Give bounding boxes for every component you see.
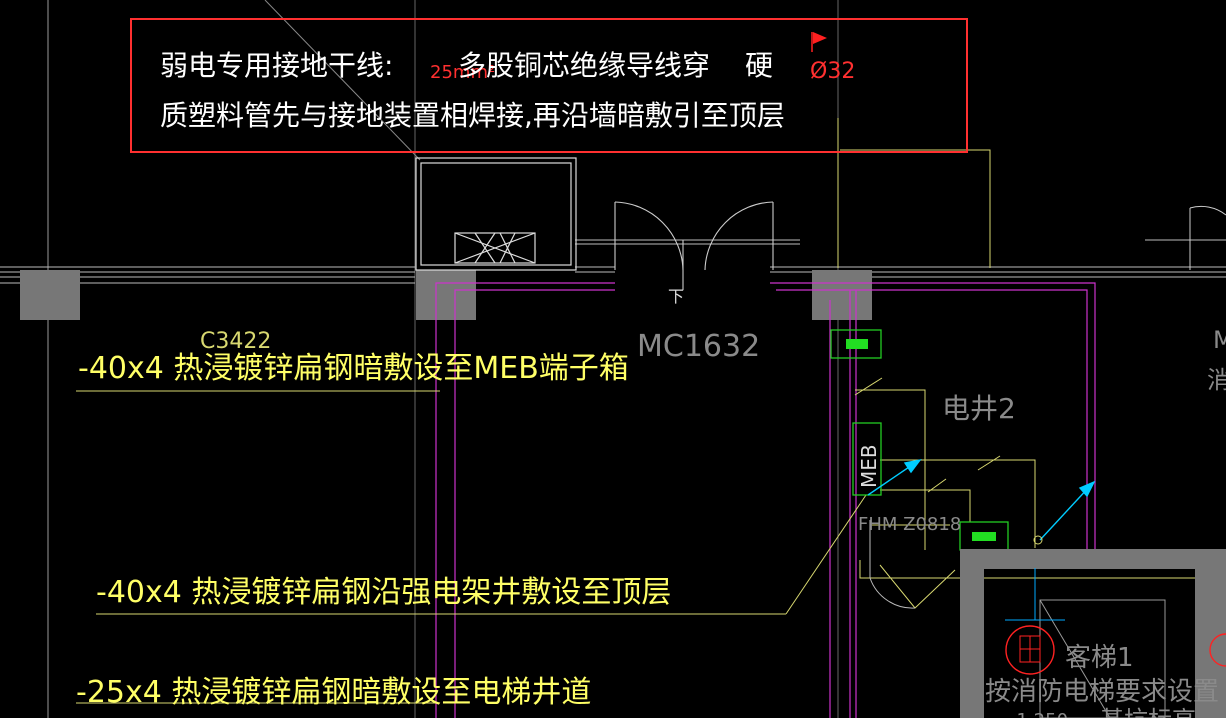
equipment-box [415, 157, 577, 271]
column-1 [20, 270, 80, 320]
double-door [614, 201, 774, 290]
elevator-shaft [960, 549, 1226, 718]
wall-lines [0, 239, 1226, 284]
note-line1-b: 多股铜芯绝缘导线穿 [458, 49, 710, 82]
pit-label: 基坑标高 [1100, 706, 1196, 718]
note-line1-a: 弱电专用接地干线: [160, 49, 393, 82]
window-code: C3422 [200, 329, 271, 354]
fire-door-code: FHM Z0818 [858, 514, 961, 535]
annotation-steel-elevator: -25x4 热浸镀锌扁钢暗敷设至电梯井道 [76, 675, 591, 710]
note-line1-dia: Ø32 [810, 59, 855, 84]
elevator-symbol-icon [1005, 625, 1055, 675]
column-3 [812, 270, 872, 320]
elevator-name: 客梯1 [1065, 643, 1134, 673]
column-2 [416, 270, 476, 320]
door-tag: 下 [668, 287, 684, 306]
meb-box [852, 422, 882, 496]
annotation-steel-meb: -40x4 热浸镀锌扁钢暗敷设至MEB端子箱 [78, 351, 629, 386]
note-line1-size: 25mm² [430, 62, 495, 83]
shaft-walls [435, 282, 1096, 718]
meb-label: MEB [857, 444, 881, 488]
edge-label-xiao: 消 [1207, 366, 1226, 394]
columns [20, 270, 872, 320]
pit-level: -1.250 [1010, 710, 1068, 718]
annotation-steel-shaft: -40x4 热浸镀锌扁钢沿强电架井敷设至顶层 [96, 575, 671, 610]
routing-lines [76, 118, 1226, 704]
door-code: MC1632 [637, 329, 760, 364]
edge-label-m: M [1213, 326, 1226, 354]
note-line1-c: 硬 [745, 49, 773, 82]
terminal-box-1 [830, 329, 882, 359]
note-line2: 质塑料管先与接地装置相焊接,再沿墙暗敷引至顶层 [160, 99, 785, 132]
fire-door [869, 520, 916, 609]
door-right-edge [1189, 205, 1226, 270]
flag-icon [811, 32, 827, 52]
shaft-name: 电井2 [942, 392, 1016, 425]
note-frame [130, 18, 968, 153]
cyan-arrows [867, 458, 1096, 541]
elevator-note: 按消防电梯要求设置 [985, 677, 1219, 707]
